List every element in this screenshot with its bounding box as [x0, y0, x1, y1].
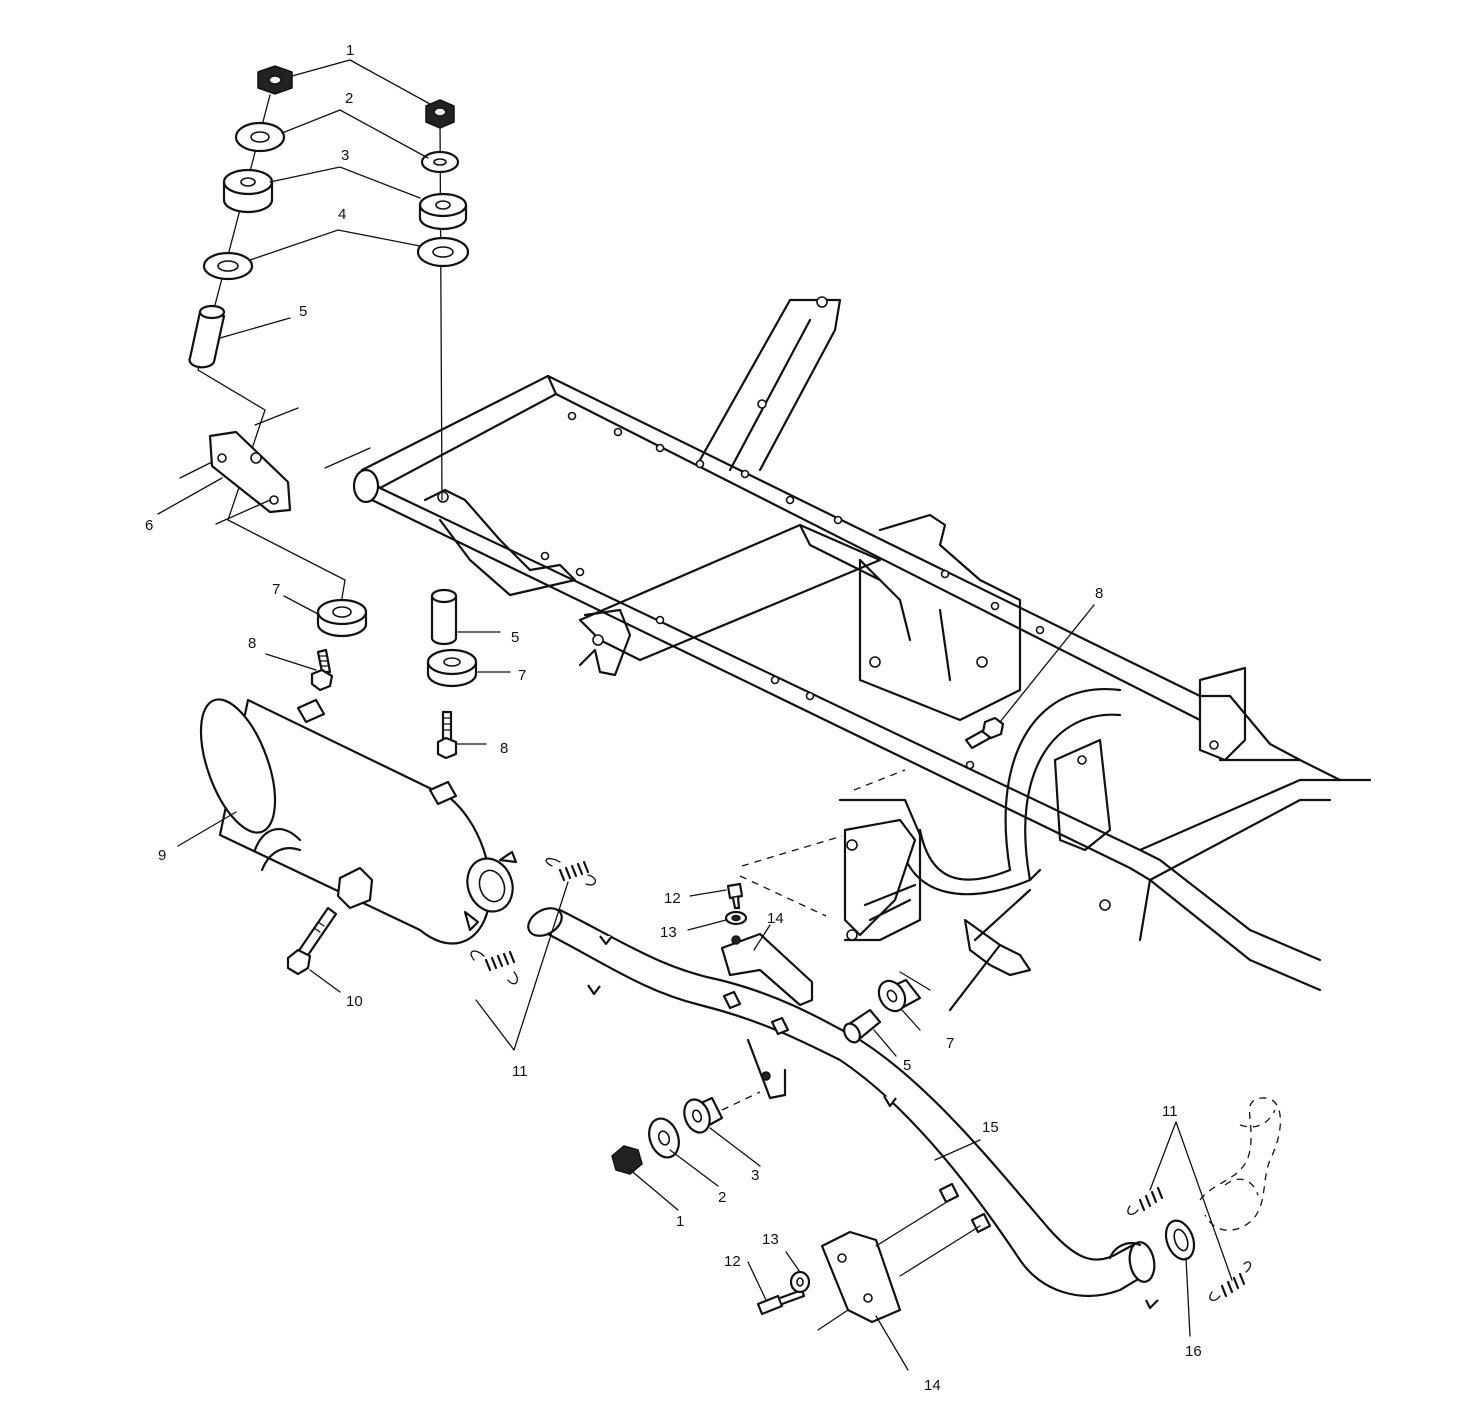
callout-14: 14 — [924, 1377, 941, 1394]
hex-nut — [425, 99, 455, 129]
exhaust-gasket — [1164, 1219, 1196, 1261]
callout-10: 10 — [346, 993, 363, 1010]
callout-7: 7 — [518, 667, 526, 684]
callout-9: 9 — [158, 847, 166, 864]
grommet — [316, 598, 368, 638]
vehicle-frame — [352, 296, 1372, 1012]
callout-7: 7 — [946, 1035, 954, 1052]
exhaust-header-pipe — [527, 907, 1159, 1310]
grommet — [222, 168, 274, 214]
callout-14: 14 — [767, 910, 784, 927]
grommet — [877, 978, 922, 1013]
callout-12: 12 — [724, 1253, 741, 1270]
callout-6: 6 — [145, 517, 153, 534]
spacer-sleeve — [430, 588, 458, 646]
callout-15: 15 — [982, 1119, 999, 1136]
washer — [420, 150, 460, 174]
callout-5: 5 — [511, 629, 519, 646]
muffler — [199, 698, 518, 945]
callout-2: 2 — [718, 1189, 726, 1206]
spacer-sleeve — [188, 304, 226, 369]
spring — [1127, 1186, 1164, 1215]
callout-13: 13 — [660, 924, 677, 941]
engine-exhaust-port — [1199, 1097, 1281, 1231]
bolt — [436, 710, 458, 760]
callout-4: 4 — [338, 206, 346, 223]
callout-labels: 1 2 3 4 5 6 7 8 5 7 8 8 9 10 11 12 13 14… — [145, 42, 1202, 1394]
spring — [545, 857, 596, 886]
callout-12: 12 — [664, 890, 681, 907]
washer — [648, 1117, 680, 1159]
bolt — [726, 882, 744, 910]
grommet — [683, 1096, 724, 1134]
spacer-sleeve — [843, 1008, 882, 1044]
bolt — [756, 1288, 806, 1316]
callout-16: 16 — [1185, 1343, 1202, 1360]
callout-1: 1 — [346, 42, 354, 59]
callout-13: 13 — [762, 1231, 779, 1248]
callout-5: 5 — [903, 1057, 911, 1074]
leader-lines — [157, 59, 1233, 1371]
callout-11: 11 — [1162, 1103, 1178, 1120]
callout-8: 8 — [500, 740, 508, 757]
bolt — [310, 648, 334, 692]
grommet — [426, 648, 478, 688]
callout-5: 5 — [299, 303, 307, 320]
callout-8: 8 — [1095, 585, 1103, 602]
callout-8: 8 — [248, 635, 256, 652]
grommet — [418, 192, 468, 231]
callout-3: 3 — [341, 147, 349, 164]
hex-nut — [257, 65, 293, 95]
hanger-bracket — [820, 1230, 902, 1324]
hanger-bracket — [720, 932, 814, 1036]
bolt — [964, 716, 1005, 750]
washer — [234, 121, 286, 153]
bolt — [286, 906, 338, 976]
washer — [724, 910, 748, 926]
callout-7: 7 — [272, 581, 280, 598]
mounting-bracket — [208, 430, 292, 514]
washer — [202, 251, 254, 281]
washer — [416, 236, 470, 268]
callout-2: 2 — [345, 90, 353, 107]
callout-1: 1 — [676, 1213, 684, 1230]
hex-nut — [611, 1145, 643, 1175]
spring — [470, 950, 518, 985]
washer — [789, 1270, 811, 1294]
right-mount-stack — [416, 99, 478, 760]
callout-11: 11 — [512, 1063, 528, 1080]
left-mount-stack — [179, 65, 371, 692]
spring — [1209, 1261, 1252, 1301]
callout-3: 3 — [751, 1167, 759, 1184]
